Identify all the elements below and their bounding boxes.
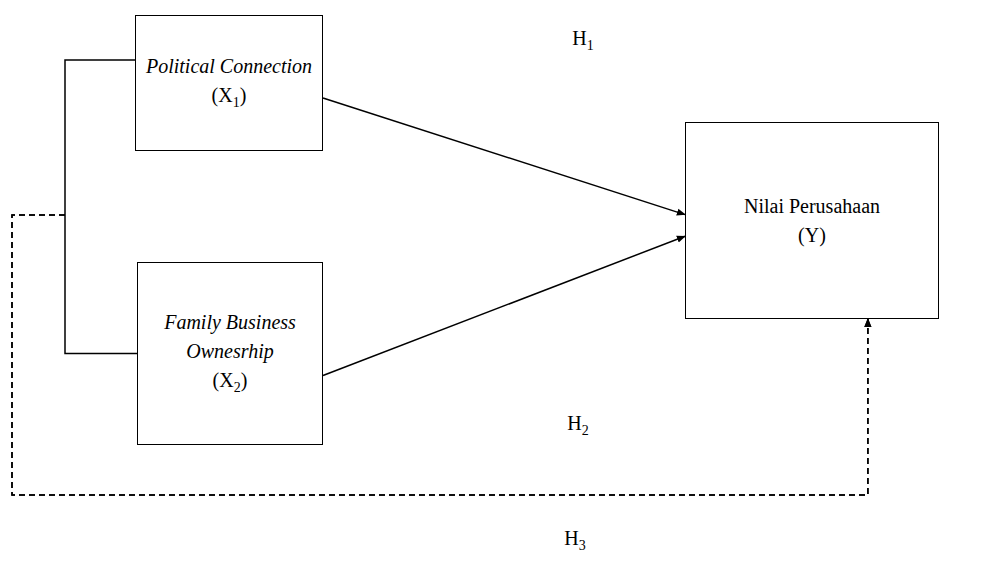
hypothesis-label: H3 — [556, 524, 593, 557]
connector-line — [65, 60, 135, 215]
variable-box: Nilai Perusahaan(Y) — [685, 122, 939, 319]
variable-symbol: (X1) — [212, 81, 247, 113]
hypothesis-label: H1 — [564, 24, 601, 57]
variable-box: Family Business Ownesrhip(X2) — [137, 262, 323, 445]
connector-line — [323, 98, 685, 215]
hypothesis-label: H2 — [559, 409, 596, 442]
variable-name: Family Business Ownesrhip — [138, 308, 322, 366]
variable-box: Political Connection(X1) — [135, 15, 323, 151]
hypothesis-arrow — [323, 98, 685, 215]
variable-symbol: (X2) — [213, 366, 248, 398]
connector-line — [65, 215, 137, 354]
variable-name: Political Connection — [146, 52, 312, 81]
hypothesis-arrow — [323, 236, 685, 375]
variable-symbol: (Y) — [798, 221, 826, 250]
variable-name: Nilai Perusahaan — [744, 192, 880, 221]
connector-line — [323, 236, 685, 375]
